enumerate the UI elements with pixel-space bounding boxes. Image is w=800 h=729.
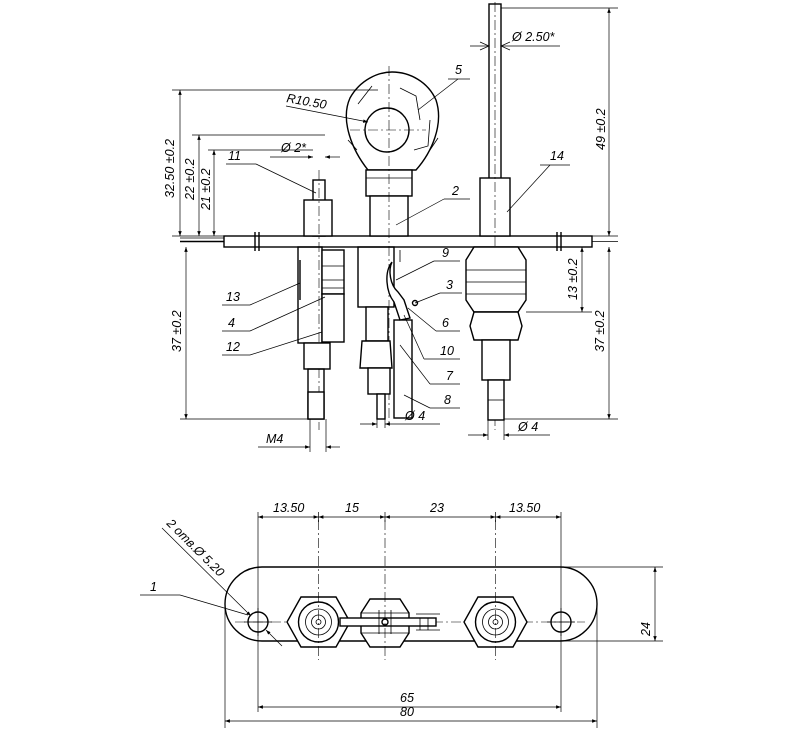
mounting-plate: [223, 235, 593, 248]
callout-1: 1: [150, 580, 157, 594]
dim-electrode-diameter: Ø 2*: [280, 141, 307, 155]
left-electrode: [297, 170, 345, 430]
dim-spacing-1350-right: 13.50: [509, 501, 540, 515]
dim-depth-37-right: 37 ±0.2: [593, 310, 607, 352]
dim-nut-height: 13 ±0.2: [566, 258, 580, 300]
hex-nut-right: [463, 596, 528, 648]
right-electrode: [465, 2, 527, 430]
callout-11: 11: [228, 149, 241, 163]
callout-6: 6: [442, 316, 449, 330]
dim-hole-spacing-65: 65: [400, 691, 414, 705]
callout-7: 7: [446, 369, 454, 383]
center-bracket: [339, 598, 440, 648]
dim-pin-diameter-right: Ø 4: [517, 420, 538, 434]
dim-overall-length-80: 80: [400, 705, 414, 719]
front-view: Ø 2.50* 49 ±0.2 32.50 ±0.2 22 ±0.2 21 ±0…: [163, 2, 618, 452]
base-plate-outline: [224, 566, 598, 642]
dim-height-3250: 32.50 ±0.2: [163, 139, 177, 198]
dim-width-24: 24: [639, 622, 653, 637]
dim-pin-diameter-mid: Ø 4: [404, 409, 425, 423]
dim-height-21: 21 ±0.2: [199, 168, 213, 211]
callout-5: 5: [455, 63, 462, 77]
plan-view: 13.50 15 23 13.50 65 80 24 2 отв.Ø 5.20 …: [140, 501, 663, 728]
callout-9: 9: [442, 246, 449, 260]
mounting-hole-right: [547, 608, 575, 636]
dim-depth-37-left: 37 ±0.2: [170, 310, 184, 352]
dim-thread: M4: [266, 432, 283, 446]
callout-2: 2: [451, 184, 459, 198]
dim-spacing-1350-left: 13.50: [273, 501, 304, 515]
dim-spacing-23: 23: [429, 501, 444, 515]
dim-height-49: 49 ±0.2: [594, 108, 608, 150]
callout-4: 4: [228, 316, 235, 330]
callout-10: 10: [440, 344, 454, 358]
callout-3: 3: [446, 278, 453, 292]
dim-holes-note: 2 отв.Ø 5.20: [163, 516, 227, 580]
dim-radius: R10.50: [285, 91, 327, 112]
callout-14: 14: [550, 149, 564, 163]
dim-spacing-15: 15: [345, 501, 359, 515]
hex-nut-left: [286, 596, 351, 648]
callout-8: 8: [444, 393, 451, 407]
callout-13: 13: [226, 290, 240, 304]
center-burner-body: [345, 66, 440, 425]
dim-height-22: 22 ±0.2: [183, 158, 197, 201]
dim-wire-diameter: Ø 2.50*: [511, 30, 556, 44]
callout-12: 12: [226, 340, 240, 354]
